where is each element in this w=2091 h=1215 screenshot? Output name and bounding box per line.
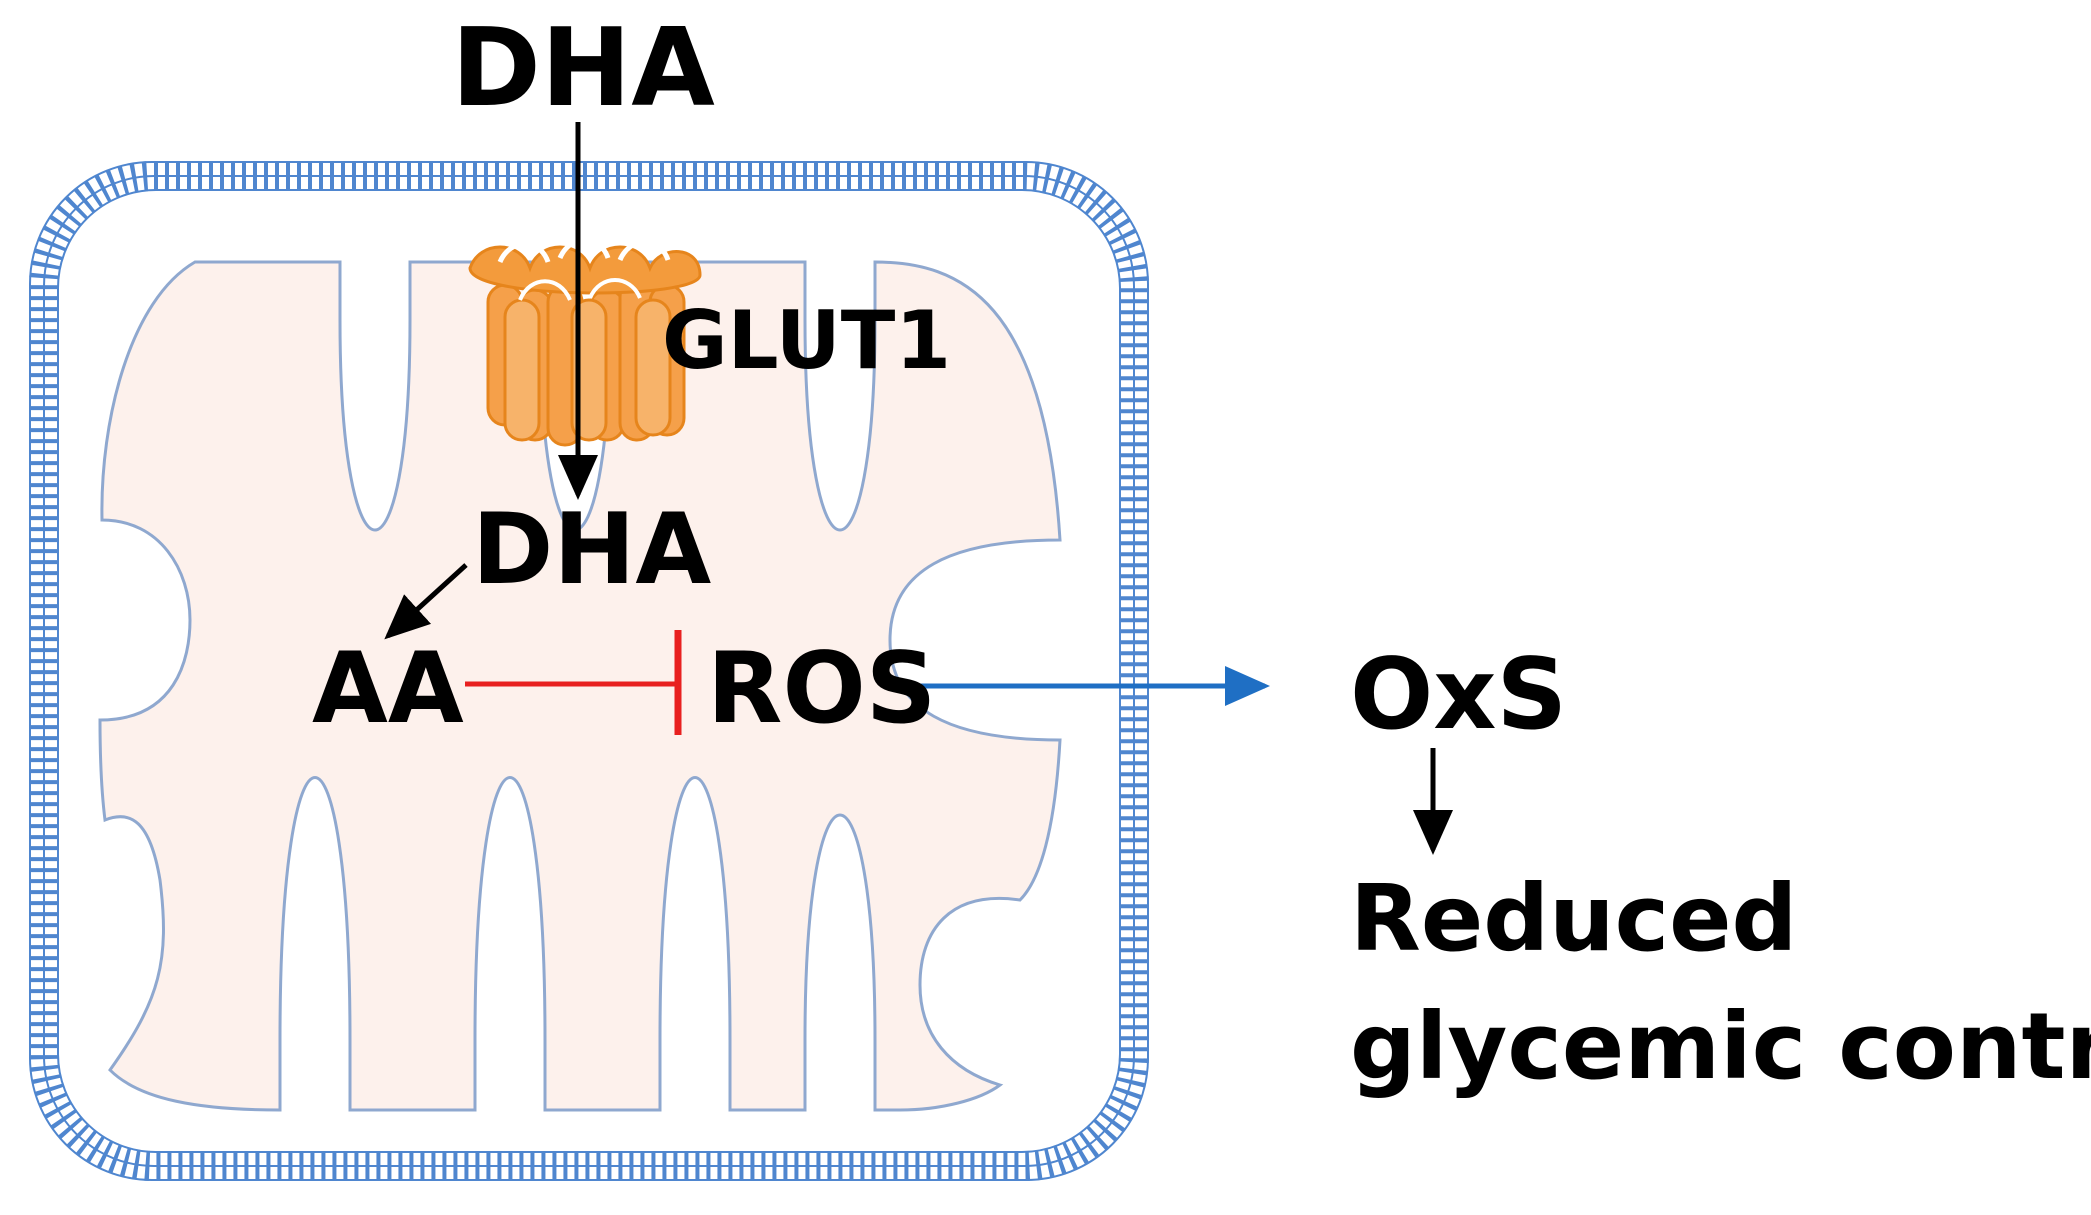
reduction-arrow — [384, 563, 468, 640]
glut1-transporter-icon — [468, 237, 702, 447]
cell-membrane-icon — [29, 161, 1149, 1181]
inhibition-symbol — [465, 630, 682, 735]
dha-inside-label: DHA — [472, 493, 711, 607]
dha-outside-label: DHA — [451, 6, 715, 131]
oxs-label: OxS — [1350, 638, 1567, 752]
ros-label: ROS — [707, 632, 936, 746]
outcome-line1: Reduced — [1350, 865, 1797, 972]
glut1-label: GLUT1 — [662, 294, 951, 387]
aa-label: AA — [312, 632, 464, 746]
outcome-line2: glycemic control — [1350, 993, 2091, 1100]
